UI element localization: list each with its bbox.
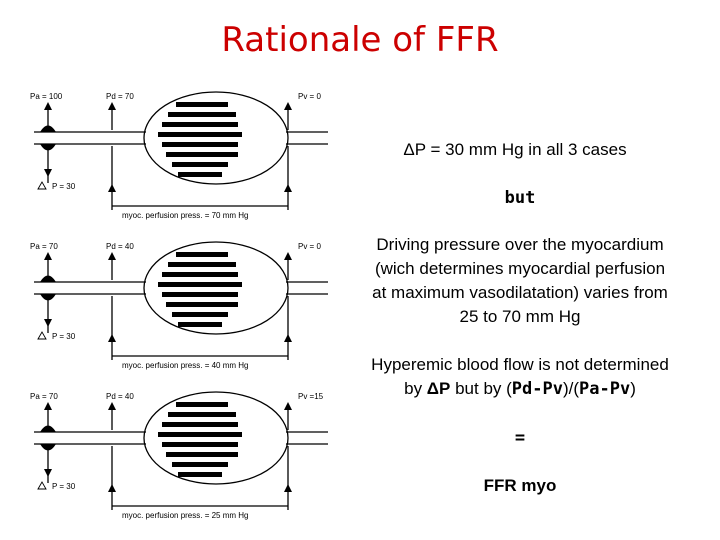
slide-title: Rationale of FFR xyxy=(221,20,499,60)
driving-pressure-paragraph: Driving pressure over the myocardium (wi… xyxy=(335,233,705,329)
pv-label: Pv = 0 xyxy=(298,242,321,251)
delta-p-label: P = 30 xyxy=(52,182,76,191)
driving-line-1: Driving pressure over the myocardium xyxy=(376,235,664,254)
hyperemic-flow-paragraph: Hyperemic blood flow is not determined b… xyxy=(335,353,705,401)
pa-label: Pa = 100 xyxy=(30,92,63,101)
hyper-pd-pv: Pd-Pv xyxy=(511,379,563,399)
hyper-but-by: but by ( xyxy=(450,379,512,398)
pv-label: Pv = 0 xyxy=(298,92,321,101)
delta-triangle-icon xyxy=(37,331,47,340)
perfusion-pressure-label: myoc. perfusion press. = 25 mm Hg xyxy=(122,511,249,520)
delta-triangle-icon xyxy=(37,481,47,490)
equals-sign: = xyxy=(514,428,526,448)
delta-p-label: P = 30 xyxy=(52,482,76,491)
perfusion-pressure-label: myoc. perfusion press. = 40 mm Hg xyxy=(122,361,249,370)
perfusion-pressure-label: myoc. perfusion press. = 70 mm Hg xyxy=(122,211,249,220)
hyper-pa-pv: Pa-Pv xyxy=(579,379,631,399)
but-text: but xyxy=(504,188,536,208)
delta-p-label: P = 30 xyxy=(52,332,76,341)
pa-label: Pa = 70 xyxy=(30,392,58,401)
hyperemic-line-2: by ΔP but by (Pd-Pv)/(Pa-Pv) xyxy=(335,377,705,401)
delta-triangle-icon xyxy=(37,181,47,190)
hyper-close: ) xyxy=(630,379,636,398)
pd-label: Pd = 70 xyxy=(106,92,134,101)
driving-line-4: 25 to 70 mm Hg xyxy=(459,307,581,326)
pv-label: Pv =15 xyxy=(298,392,324,401)
hyper-by: by xyxy=(404,379,427,398)
pa-label: Pa = 70 xyxy=(30,242,58,251)
driving-line-3: at maximum vasodilatation) varies from xyxy=(372,283,668,302)
ffr-diagram-3: Pa = 70 Pd = 40 Pv =15 P = 30 myoc. perf… xyxy=(30,391,328,520)
hyper-divide: )/( xyxy=(562,379,580,398)
ffr-diagram-1: Pa = 100 Pd = 70 Pv = 0 P = 30 myoc. per… xyxy=(30,91,328,220)
ffr-myo-text: FFR myo xyxy=(483,476,557,495)
hyperemic-line-1: Hyperemic blood flow is not determined xyxy=(371,355,669,374)
delta-p-statement: ΔP = 30 mm Hg in all 3 cases xyxy=(345,138,685,162)
hyper-delta-p: ΔP xyxy=(426,379,451,398)
ffr-diagram-2: Pa = 70 Pd = 40 Pv = 0 P = 30 myoc. perf… xyxy=(30,241,328,370)
pd-label: Pd = 40 xyxy=(106,242,134,251)
driving-line-2: (wich determines myocardial perfusion xyxy=(374,259,666,278)
pd-label: Pd = 40 xyxy=(106,392,134,401)
delta-p-text: ΔP = 30 mm Hg in all 3 cases xyxy=(403,140,627,159)
